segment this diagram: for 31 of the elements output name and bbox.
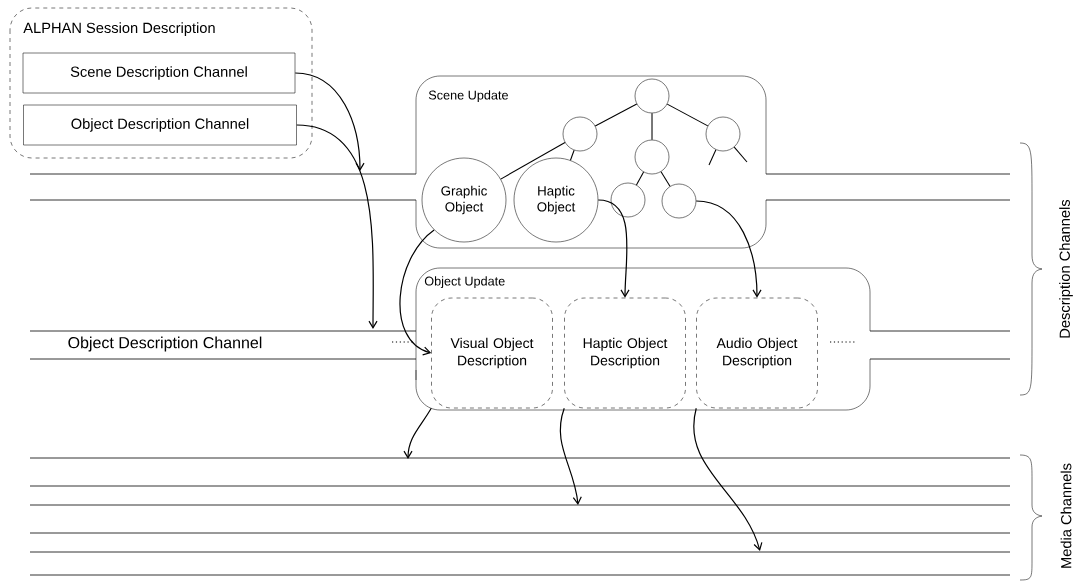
description-box: Audio Object Description bbox=[696, 297, 818, 409]
tree-node-circle bbox=[634, 78, 670, 114]
connector-line bbox=[500, 142, 566, 180]
connector-line bbox=[733, 146, 748, 163]
arrow bbox=[296, 124, 378, 329]
tree-node-circle bbox=[705, 116, 741, 152]
connector-line bbox=[594, 103, 638, 127]
channel-box: Object Description Channel bbox=[23, 104, 297, 146]
arrow bbox=[403, 407, 432, 459]
arrow bbox=[693, 407, 763, 551]
tree-node-circle bbox=[634, 139, 670, 175]
arrow bbox=[559, 407, 582, 505]
arrow bbox=[294, 72, 365, 171]
connector-line bbox=[635, 171, 645, 186]
channel-box: Scene Description Channel bbox=[22, 52, 296, 94]
tree-node-circle bbox=[610, 182, 646, 218]
connector-line bbox=[708, 149, 717, 166]
brace-label: Description Channels bbox=[1059, 199, 1073, 338]
description-box: Visual Object Description bbox=[431, 297, 553, 409]
connector-line bbox=[660, 171, 671, 187]
arrow bbox=[597, 199, 630, 298]
description-box: Haptic Object Description bbox=[564, 297, 686, 409]
connector-line bbox=[666, 103, 709, 127]
arrow bbox=[695, 200, 762, 298]
tree-node-circle bbox=[661, 183, 697, 219]
channel-label: Object Description Channel bbox=[68, 336, 262, 352]
connector-line bbox=[651, 112, 653, 141]
connector-line bbox=[569, 149, 575, 161]
brace-label: Media Channels bbox=[1060, 463, 1072, 568]
tree-node-circle bbox=[562, 116, 598, 152]
arrow bbox=[399, 229, 435, 356]
